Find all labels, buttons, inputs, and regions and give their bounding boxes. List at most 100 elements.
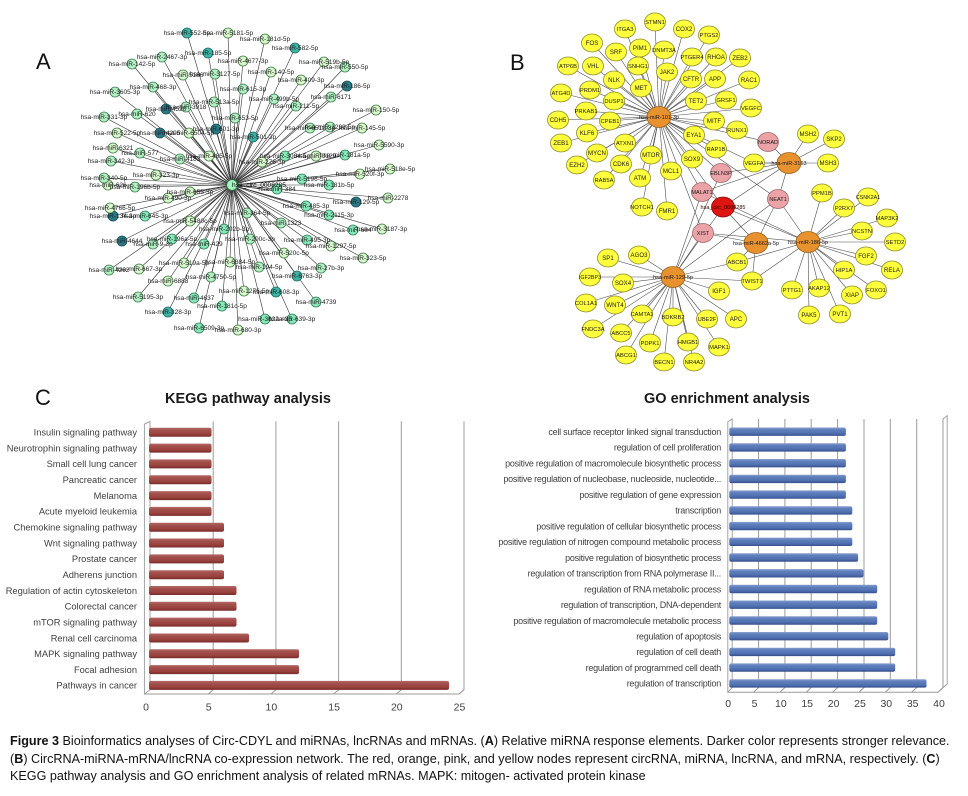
svg-text:hsa-miR-9-3p: hsa-miR-9-3p [133, 241, 173, 248]
svg-text:COL1A1: COL1A1 [575, 301, 597, 307]
svg-text:hsa-miR-323-3p: hsa-miR-323-3p [133, 172, 180, 179]
svg-text:Pathways in cancer: Pathways in cancer [56, 681, 137, 691]
svg-text:hsa-miR-577: hsa-miR-577 [121, 150, 159, 157]
svg-text:XIAP: XIAP [845, 292, 859, 299]
svg-text:NR4A2: NR4A2 [685, 360, 704, 366]
svg-text:hsa-miR-5195-3p: hsa-miR-5195-3p [113, 294, 164, 301]
svg-text:hsa-miR-6509-3p: hsa-miR-6509-3p [174, 325, 225, 332]
svg-text:hsa-miR-5181-5p: hsa-miR-5181-5p [203, 30, 254, 37]
svg-text:regulation of transcription, D: regulation of transcription, DNA-depende… [561, 600, 722, 610]
svg-text:hsa-miR-2467-3p: hsa-miR-2467-3p [137, 54, 188, 61]
svg-text:PPM1B: PPM1B [812, 191, 832, 197]
svg-text:RHOA: RHOA [707, 54, 726, 61]
svg-text:hsa-miR-145-5p: hsa-miR-145-5p [339, 125, 386, 132]
svg-text:CSNK2A1: CSNK2A1 [856, 195, 881, 201]
svg-text:hsa-miR-485-5p: hsa-miR-485-5p [186, 153, 233, 160]
svg-text:MCL1: MCL1 [663, 168, 680, 175]
svg-text:hsa-miR-364-5p: hsa-miR-364-5p [224, 210, 271, 217]
svg-text:SRF: SRF [610, 49, 622, 56]
svg-text:hsa-miR-2278: hsa-miR-2278 [368, 195, 409, 202]
svg-text:EYA1: EYA1 [686, 132, 702, 139]
svg-text:hsa-miR-522-5p: hsa-miR-522-5p [94, 130, 141, 137]
svg-text:BDKRB2: BDKRB2 [661, 315, 684, 321]
svg-text:hsa-miR-3187-3p: hsa-miR-3187-3p [357, 226, 408, 233]
svg-text:hsa-miR-4295: hsa-miR-4295 [140, 130, 181, 137]
svg-text:Colorectal cancer: Colorectal cancer [65, 602, 137, 612]
svg-text:hsa-miR-429: hsa-miR-429 [185, 241, 223, 248]
svg-text:hsa-miR-519b-5p: hsa-miR-519b-5p [299, 59, 350, 66]
svg-text:KLF6: KLF6 [580, 130, 595, 137]
svg-text:hsa-miR-200c-3p: hsa-miR-200c-3p [225, 236, 275, 243]
svg-text:PAK5: PAK5 [801, 312, 817, 319]
svg-text:RAP1B: RAP1B [706, 147, 725, 153]
svg-text:PTGS2: PTGS2 [699, 33, 718, 39]
svg-text:NCSTN: NCSTN [852, 229, 872, 235]
svg-text:hsa-miR-653-5p: hsa-miR-653-5p [212, 115, 259, 122]
svg-text:CDK6: CDK6 [613, 161, 630, 168]
svg-text:hsa_circ_0008285: hsa_circ_0008285 [701, 205, 746, 211]
svg-text:FOXO1: FOXO1 [866, 288, 886, 294]
svg-text:hsa-miR-520c-5p: hsa-miR-520c-5p [259, 250, 309, 257]
svg-text:hsa-miR-490-3p: hsa-miR-490-3p [145, 195, 192, 202]
svg-text:hsa-miR-142-5p: hsa-miR-142-5p [109, 61, 156, 68]
svg-text:hsa-miR-513a-5p: hsa-miR-513a-5p [189, 99, 240, 106]
svg-text:hsa-miR-5186: hsa-miR-5186 [163, 72, 204, 79]
svg-text:JAK2: JAK2 [660, 69, 675, 76]
svg-text:hsa-miR-4766-5p: hsa-miR-4766-5p [85, 205, 136, 212]
svg-text:hsa-miR-626: hsa-miR-626 [89, 182, 127, 189]
svg-text:CPEB1: CPEB1 [600, 119, 619, 125]
svg-text:Acute myeloid leukemia: Acute myeloid leukemia [39, 507, 138, 517]
svg-text:hsa-miR-655-3p: hsa-miR-655-3p [167, 189, 214, 196]
svg-text:10: 10 [775, 698, 787, 710]
svg-text:regulation of programmed cell: regulation of programmed cell death [586, 663, 722, 673]
svg-text:SNHG1: SNHG1 [628, 64, 648, 70]
svg-text:hsa-miR-328-3p: hsa-miR-328-3p [145, 309, 192, 316]
svg-text:transcription: transcription [675, 506, 721, 516]
svg-text:IGF1: IGF1 [712, 288, 726, 295]
svg-text:15: 15 [328, 702, 340, 714]
svg-text:Renal cell carcinoma: Renal cell carcinoma [51, 633, 138, 643]
svg-text:hsa-miR-1297-5p: hsa-miR-1297-5p [306, 243, 357, 250]
svg-text:WNT4: WNT4 [606, 302, 624, 309]
svg-text:Chemokine signaling pathway: Chemokine signaling pathway [13, 523, 137, 533]
svg-text:ABCB1: ABCB1 [727, 260, 746, 266]
svg-text:positive regulation of biosynt: positive regulation of biosynthetic proc… [565, 553, 722, 563]
svg-text:hsa-miR-331-3p: hsa-miR-331-3p [81, 114, 128, 121]
svg-text:hsa-miR-202b-3p: hsa-miR-202b-3p [199, 226, 250, 233]
svg-text:hsa-miR-3129: hsa-miR-3129 [296, 153, 337, 160]
svg-text:hsa-miR-196a-5p: hsa-miR-196a-5p [147, 236, 198, 243]
svg-text:CDH5: CDH5 [550, 117, 567, 124]
svg-text:hsa-miR-342-3p: hsa-miR-342-3p [88, 158, 135, 165]
svg-text:MET: MET [635, 85, 648, 92]
svg-text:hsa-miR-186-5p: hsa-miR-186-5p [788, 240, 828, 246]
svg-text:VEGFA: VEGFA [744, 161, 763, 167]
svg-text:hsa-miR-3622a-3p: hsa-miR-3622a-3p [238, 316, 292, 323]
svg-text:positive regulation of macromo: positive regulation of macromolecule met… [513, 616, 721, 626]
svg-text:MAPK signaling pathway: MAPK signaling pathway [34, 649, 137, 659]
svg-text:hsa-miR-604: hsa-miR-604 [334, 227, 372, 234]
svg-text:regulation of transcription: regulation of transcription [627, 679, 722, 689]
svg-text:hsa-miR-186-5p: hsa-miR-186-5p [324, 83, 371, 90]
svg-text:regulation of RNA metabolic pr: regulation of RNA metabolic process [584, 584, 722, 594]
svg-text:hsa-miR-6504-5p: hsa-miR-6504-5p [164, 130, 215, 137]
svg-text:APP: APP [709, 76, 721, 83]
svg-text:hsa-miR-211-5p: hsa-miR-211-5p [273, 103, 320, 110]
svg-text:MALAT1: MALAT1 [691, 190, 712, 196]
svg-text:hsa-miR-601-3p: hsa-miR-601-3p [193, 126, 240, 133]
svg-text:20: 20 [391, 702, 403, 714]
svg-text:hsa-miR-150-5p: hsa-miR-150-5p [353, 107, 400, 114]
svg-text:TET2: TET2 [689, 98, 705, 105]
svg-text:hsa-miR-196b-5p: hsa-miR-196b-5p [110, 184, 161, 191]
svg-text:NOTCH1: NOTCH1 [630, 205, 654, 211]
svg-text:APC: APC [730, 316, 743, 323]
svg-text:hsa-miR-608-3p: hsa-miR-608-3p [253, 289, 300, 296]
svg-text:hsa-miR-27b-3p: hsa-miR-27b-3p [298, 265, 345, 272]
svg-text:positive regulation of gene ex: positive regulation of gene expression [579, 490, 721, 500]
svg-text:ATP6B: ATP6B [559, 64, 577, 70]
svg-text:AGO3: AGO3 [631, 252, 649, 259]
svg-text:regulation of cell proliferati: regulation of cell proliferation [614, 443, 721, 453]
svg-text:FOS: FOS [586, 40, 599, 47]
svg-text:hsa-miR-129-5p: hsa-miR-129-5p [653, 275, 693, 281]
svg-text:hsa-miR-1323: hsa-miR-1323 [261, 220, 302, 227]
svg-text:hsa-miR-667-3p: hsa-miR-667-3p [116, 266, 163, 273]
